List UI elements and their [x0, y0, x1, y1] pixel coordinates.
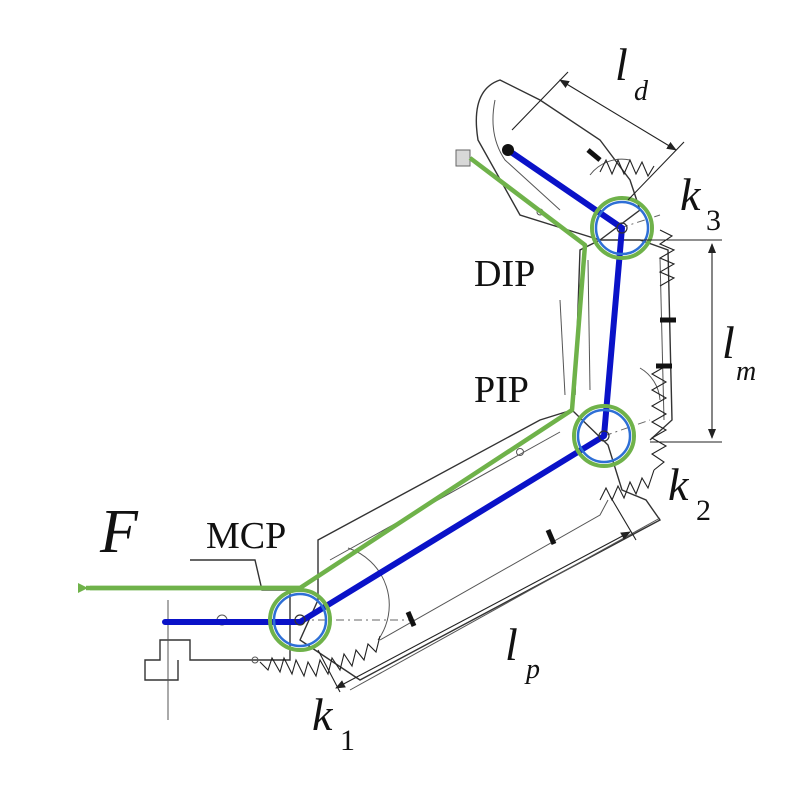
dimension-lp — [317, 495, 637, 693]
finger-skeleton — [162, 147, 625, 625]
spring-anchor-base — [251, 656, 259, 664]
k3-label: k 3 — [680, 169, 721, 237]
middle-left-guard — [559, 299, 566, 396]
middle-inner-left — [587, 259, 591, 391]
fingertip-point — [502, 144, 514, 156]
proximal-upper-inner — [329, 431, 561, 561]
svg-text:l: l — [722, 317, 735, 368]
ld-label: l d — [615, 39, 649, 107]
mcp-angle-arc — [347, 547, 390, 641]
k1-label: k 1 — [312, 689, 355, 757]
svg-text:k: k — [680, 169, 702, 220]
joint-mcp — [268, 588, 332, 652]
pip-centerline — [603, 419, 651, 437]
svg-text:2: 2 — [696, 494, 711, 527]
svg-text:m: m — [736, 356, 756, 387]
link-ticks — [405, 148, 676, 627]
dimension-ld — [511, 71, 685, 201]
dimension-lm — [640, 239, 722, 443]
distal-phalanx — [475, 79, 641, 241]
tendon-anchor — [455, 149, 471, 167]
lp-label: l p — [505, 619, 540, 685]
svg-text:1: 1 — [340, 724, 355, 757]
pip-label: PIP — [474, 369, 529, 411]
spring-k2-lower — [599, 469, 655, 502]
svg-text:p: p — [524, 654, 540, 685]
dip-angle-arc — [589, 158, 631, 176]
joint-dip — [590, 196, 654, 260]
lm-label: l m — [722, 317, 756, 387]
force-label: F — [99, 498, 139, 566]
proximal-pin — [516, 448, 524, 456]
spring-k3-right — [658, 229, 676, 287]
spring-k2-upper — [650, 365, 668, 471]
k2-label: k 2 — [668, 459, 711, 527]
distal-inner — [492, 99, 561, 211]
svg-text:l: l — [615, 39, 628, 90]
proximal-slot — [379, 499, 609, 641]
dip-label: DIP — [474, 253, 535, 295]
svg-text:l: l — [505, 619, 518, 670]
svg-text:3: 3 — [706, 204, 721, 237]
mcp-label: MCP — [206, 515, 286, 557]
joint-pip — [572, 404, 636, 468]
svg-text:k: k — [668, 459, 690, 510]
svg-text:d: d — [634, 76, 649, 107]
svg-text:k: k — [312, 689, 334, 740]
pip-angle-arc — [639, 367, 661, 401]
spring-k3-top — [599, 158, 655, 178]
